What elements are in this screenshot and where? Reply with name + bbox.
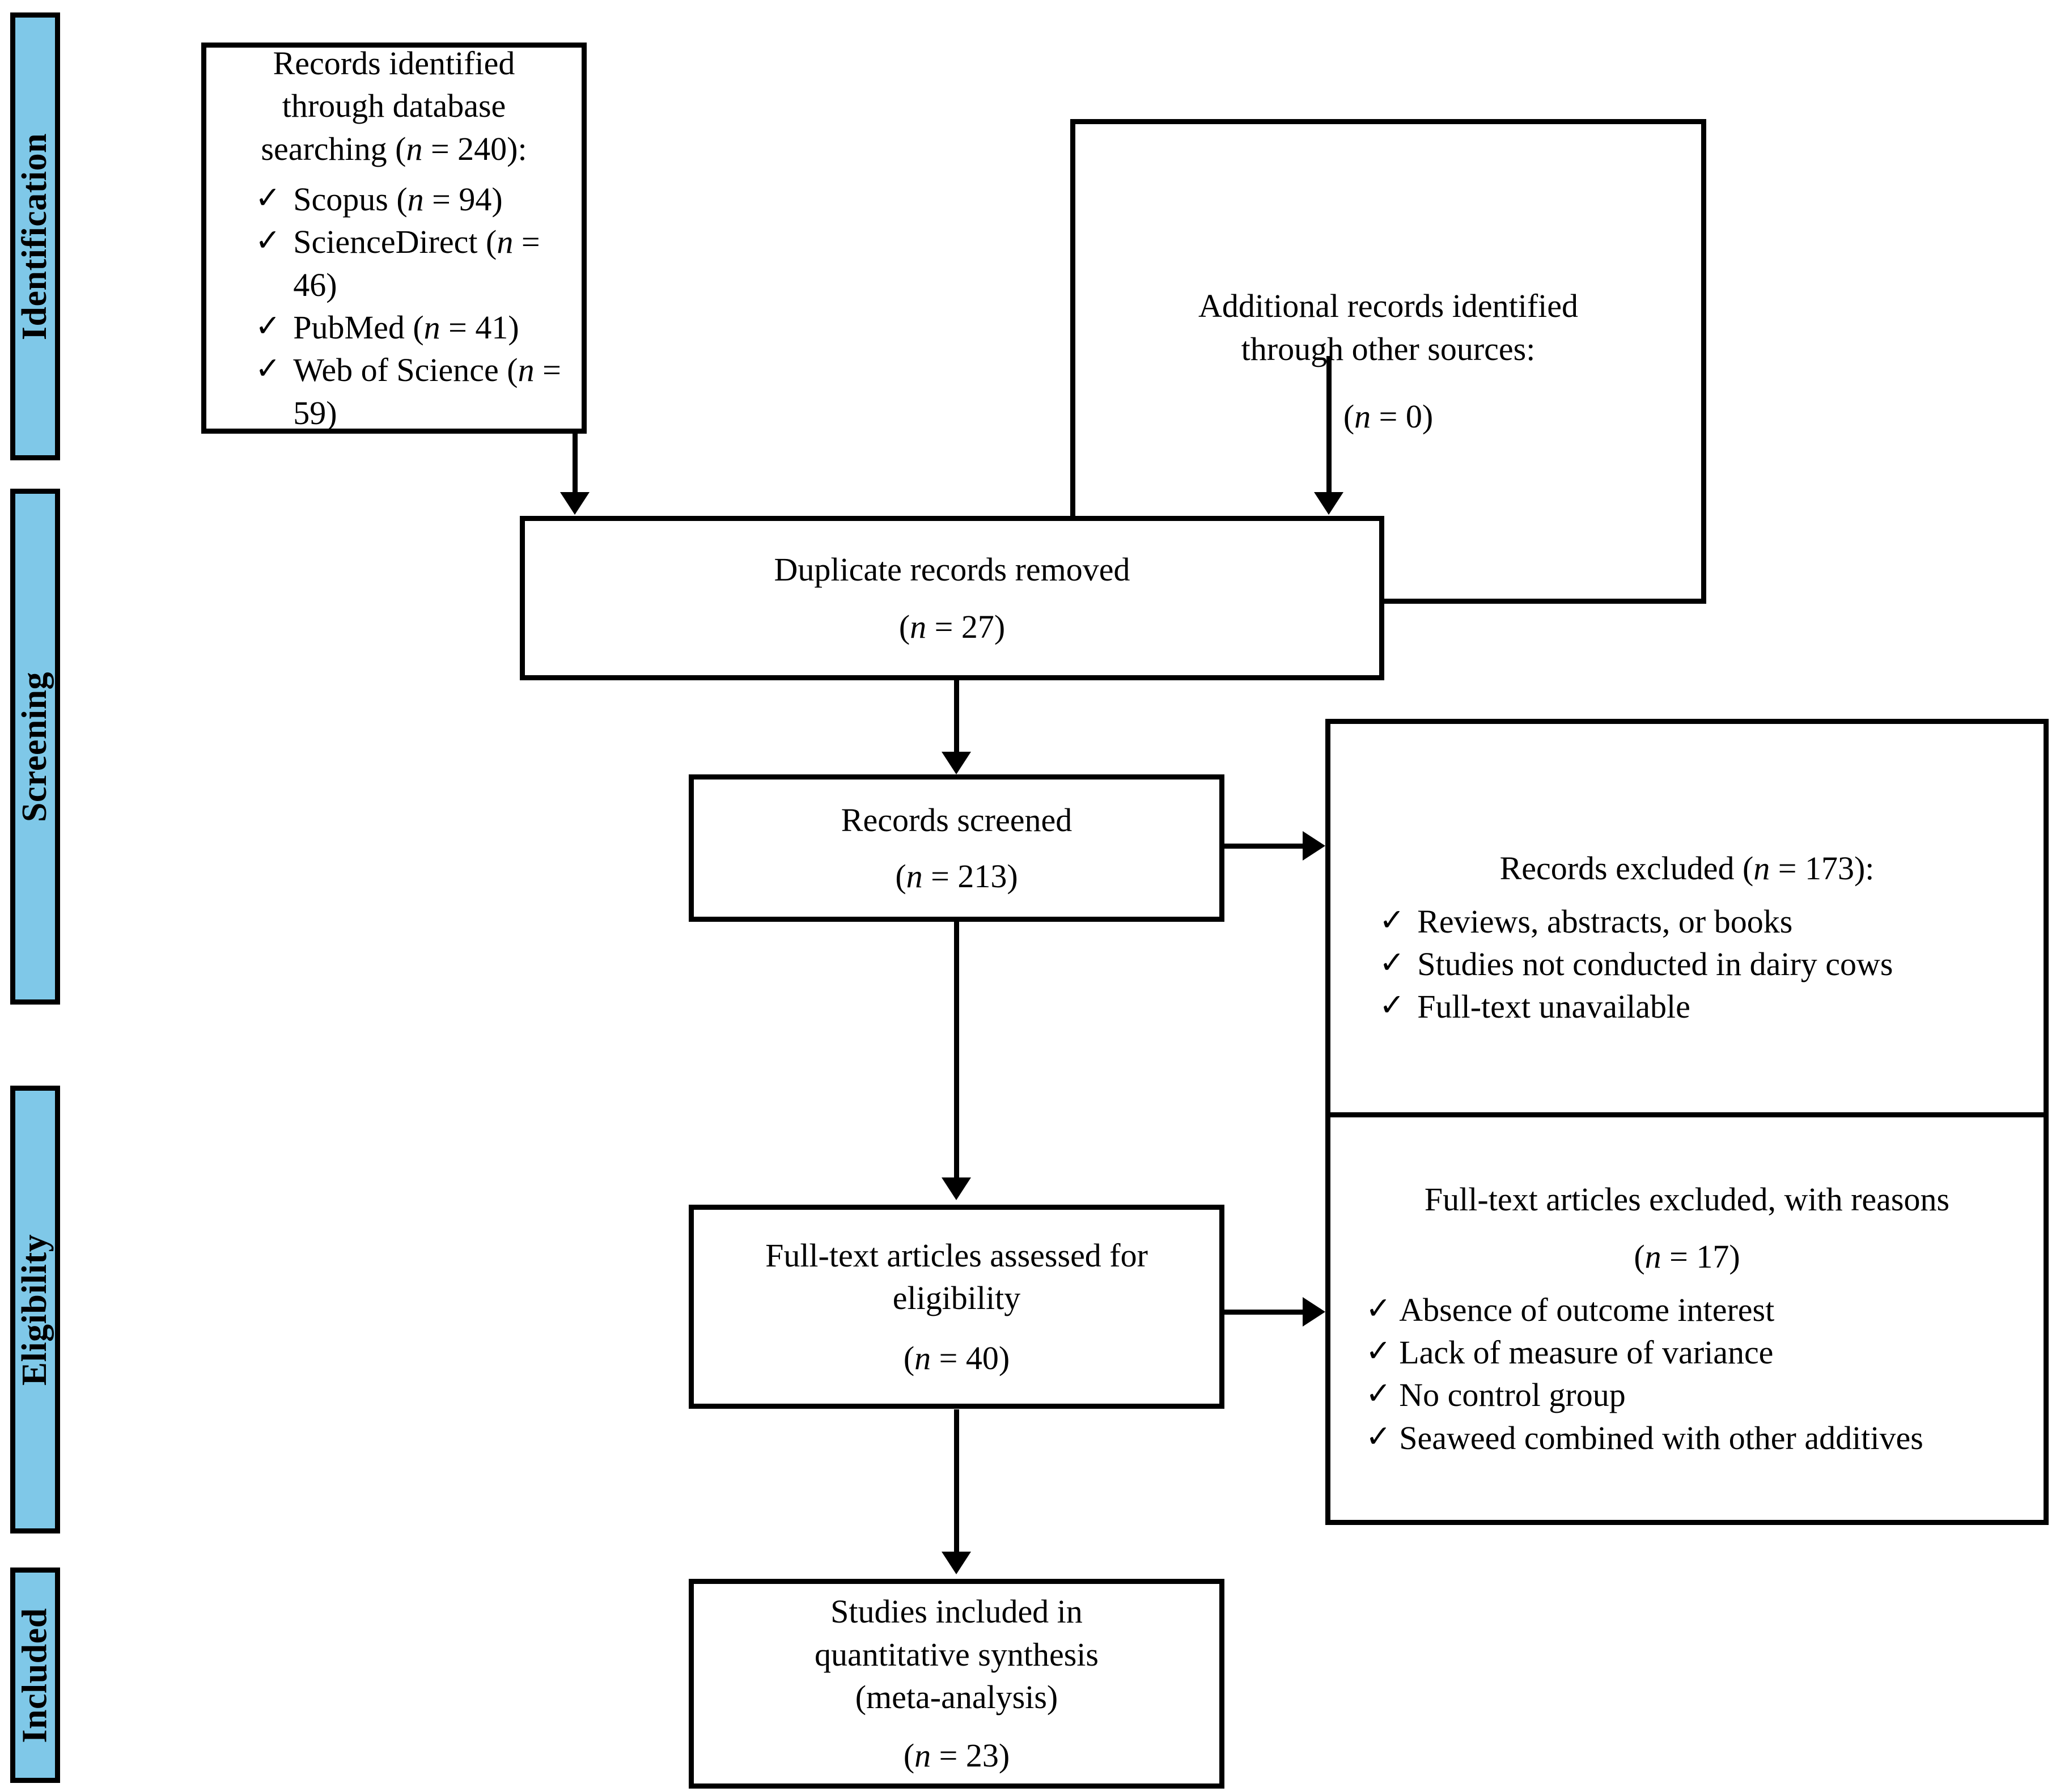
- list-item: ✓ Full-text unavailable: [1379, 985, 2029, 1028]
- check-icon: ✓: [1366, 1334, 1392, 1368]
- box-fulltext-assessed: Full-text articles assessed for eligibil…: [689, 1205, 1224, 1409]
- stage-label-identification: Identification: [15, 133, 54, 340]
- other-sources-line2: through other sources:: [1241, 330, 1536, 367]
- list-item: ✓ ScienceDirect (n = 46): [255, 221, 567, 306]
- connector-line-screened-to-excluded: [1224, 844, 1307, 849]
- list-item: ✓ Lack of measure of variance: [1366, 1331, 2029, 1374]
- connector-line-assessed-to-excluded: [1224, 1310, 1307, 1315]
- stage-bar-eligibility: Eligibility: [10, 1086, 60, 1533]
- connector-line-assessed-to-included: [954, 1409, 959, 1554]
- arrow-right-icon: [1303, 1297, 1325, 1327]
- connector-line-other-to-duplicates-main: [1326, 356, 1332, 492]
- box-records-screened: Records screened (n = 213): [689, 774, 1224, 922]
- stage-bar-identification: Identification: [10, 12, 60, 460]
- studies-included-count: (n = 23): [903, 1737, 1010, 1774]
- database-source-list: ✓ Scopus (n = 94) ✓ ScienceDirect (n = 4…: [221, 178, 567, 434]
- fulltext-excluded-count: (n = 17): [1634, 1238, 1740, 1276]
- stage-label-screening: Screening: [15, 671, 54, 822]
- connector-line-db-to-duplicates: [573, 434, 578, 493]
- list-item: ✓ Reviews, abstracts, or books: [1379, 900, 2029, 943]
- list-item: ✓ PubMed (n = 41): [255, 306, 567, 349]
- connector-line-duplicates-to-screened: [954, 680, 959, 754]
- arrow-right-icon: [1303, 831, 1325, 861]
- check-icon: ✓: [255, 351, 281, 386]
- database-source-label: Scopus (n = 94): [293, 180, 503, 218]
- records-screened-line1: Records screened: [841, 801, 1072, 838]
- box-duplicates-removed: Duplicate records removed (n = 27): [520, 516, 1384, 680]
- records-excluded-reason: Studies not conducted in dairy cows: [1417, 946, 1893, 982]
- list-item: ✓ Seaweed combined with other additives: [1366, 1417, 2029, 1459]
- list-item: ✓ Web of Science (n = 59): [255, 349, 567, 434]
- other-sources-line1: Additional records identified: [1198, 287, 1579, 325]
- list-item: ✓ Scopus (n = 94): [255, 178, 567, 221]
- box-records-excluded: Records excluded (n = 173): ✓ Reviews, a…: [1325, 719, 2049, 1156]
- check-icon: ✓: [1366, 1376, 1392, 1411]
- arrow-down-icon: [942, 1177, 971, 1200]
- other-sources-count: (n = 0): [1343, 398, 1434, 435]
- stage-label-eligibility: Eligibility: [15, 1234, 54, 1386]
- box-studies-included: Studies included in quantitative synthes…: [689, 1579, 1224, 1789]
- fulltext-excluded-reason: No control group: [1399, 1376, 1626, 1414]
- check-icon: ✓: [1379, 903, 1405, 937]
- stage-bar-screening: Screening: [10, 489, 60, 1005]
- fulltext-assessed-count: (n = 40): [903, 1339, 1010, 1376]
- check-icon: ✓: [255, 309, 281, 344]
- check-icon: ✓: [1366, 1419, 1392, 1454]
- database-source-label: ScienceDirect (n = 46): [293, 223, 540, 303]
- list-item: ✓ No control group: [1366, 1374, 2029, 1416]
- list-item: ✓ Studies not conducted in dairy cows: [1379, 943, 2029, 985]
- database-source-label: PubMed (n = 41): [293, 309, 519, 346]
- records-excluded-heading: Records excluded (n = 173):: [1499, 850, 1875, 887]
- duplicates-line1: Duplicate records removed: [774, 550, 1130, 588]
- duplicates-count: (n = 27): [898, 608, 1006, 645]
- fulltext-excluded-heading: Full-text articles excluded, with reason…: [1424, 1180, 1950, 1218]
- arrow-down-icon: [560, 492, 590, 515]
- arrow-down-icon: [942, 752, 971, 774]
- fulltext-assessed-line2: eligibility: [892, 1280, 1021, 1317]
- check-icon: ✓: [1366, 1291, 1392, 1325]
- list-item: ✓ Absence of outcome interest: [1366, 1289, 2029, 1331]
- fulltext-excluded-reason: Seaweed combined with other additives: [1399, 1419, 1923, 1456]
- studies-included-line1: Studies included in: [830, 1593, 1083, 1630]
- check-icon: ✓: [255, 180, 281, 215]
- database-search-heading-line1: Records identified through database: [273, 44, 515, 125]
- check-icon: ✓: [255, 223, 281, 258]
- box-fulltext-excluded: Full-text articles excluded, with reason…: [1325, 1112, 2049, 1525]
- stage-label-included: Included: [15, 1607, 54, 1743]
- records-screened-count: (n = 213): [895, 858, 1018, 895]
- fulltext-excluded-reason-list: ✓ Absence of outcome interest ✓ Lack of …: [1345, 1289, 2029, 1460]
- database-source-label: Web of Science (n = 59): [293, 351, 561, 431]
- records-excluded-reason-list: ✓ Reviews, abstracts, or books ✓ Studies…: [1345, 900, 2029, 1028]
- studies-included-line3: (meta-analysis): [855, 1679, 1058, 1715]
- fulltext-excluded-reason: Absence of outcome interest: [1399, 1291, 1775, 1328]
- box-database-search: Records identified through database sear…: [201, 43, 587, 434]
- fulltext-excluded-reason: Lack of measure of variance: [1399, 1334, 1774, 1371]
- studies-included-line2: quantitative synthesis: [815, 1636, 1099, 1673]
- connector-line-screened-to-fulltext: [954, 922, 959, 1180]
- check-icon: ✓: [1379, 988, 1405, 1023]
- arrow-down-icon: [1314, 492, 1343, 515]
- check-icon: ✓: [1379, 946, 1405, 980]
- database-search-heading-line2: searching (n = 240):: [261, 130, 527, 167]
- arrow-down-icon: [942, 1552, 971, 1574]
- stage-bar-included: Included: [10, 1568, 60, 1783]
- fulltext-assessed-line1: Full-text articles assessed for: [765, 1236, 1148, 1274]
- records-excluded-reason: Reviews, abstracts, or books: [1417, 903, 1793, 940]
- records-excluded-reason: Full-text unavailable: [1417, 988, 1690, 1026]
